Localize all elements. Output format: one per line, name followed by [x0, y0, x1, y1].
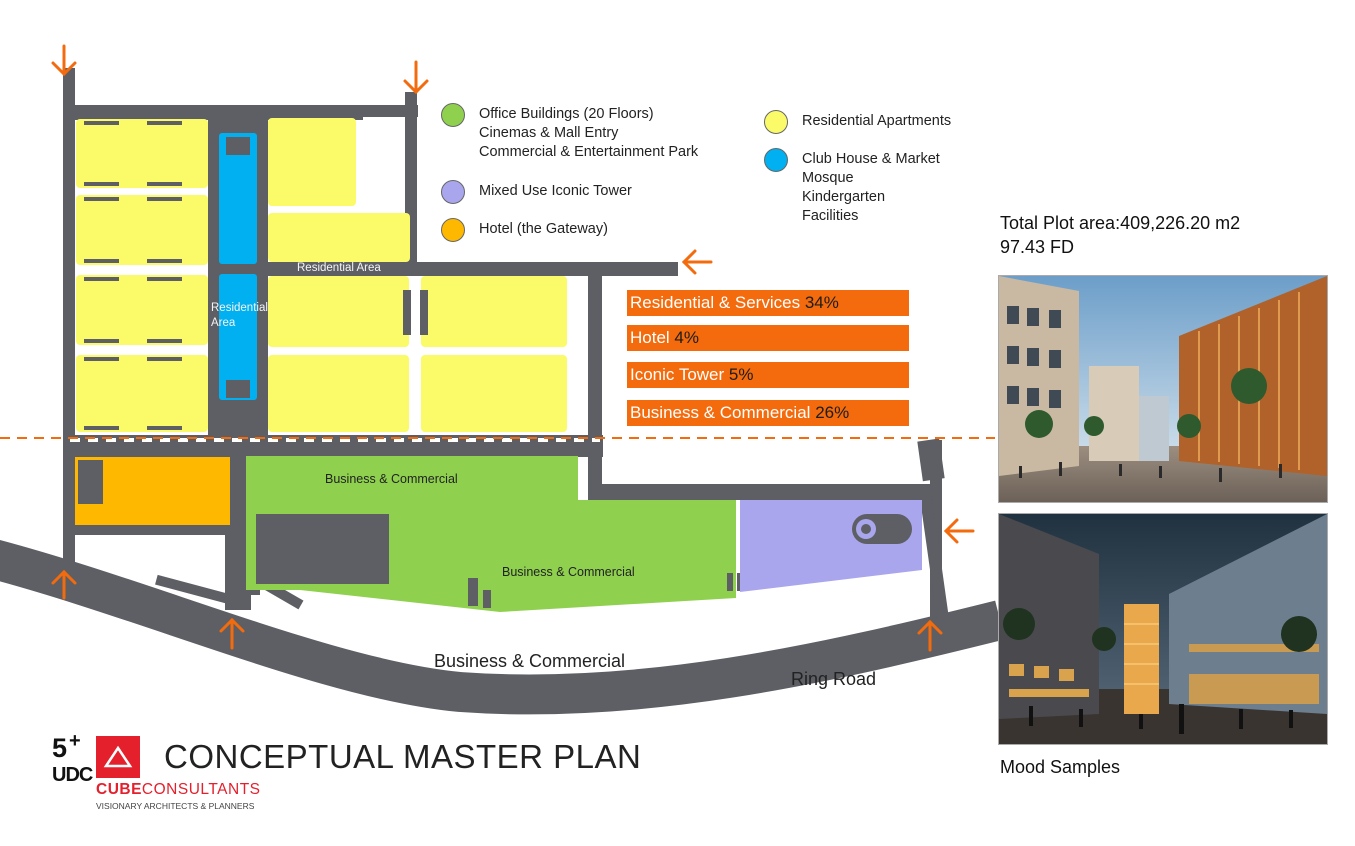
legend-item-residential: Residential Apartments [764, 110, 951, 134]
page-title: CONCEPTUAL MASTER PLAN [164, 738, 642, 775]
residential-parking-marks [84, 121, 182, 430]
business-commercial-label-mid: Business & Commercial [502, 565, 635, 579]
facilities-zone [219, 133, 257, 400]
mood-sample-image-night [998, 513, 1328, 745]
business-commercial-label-top: Business & Commercial [325, 472, 458, 486]
entry-arrow-up-icon [51, 569, 77, 600]
entry-arrow-down-icon [51, 44, 77, 77]
residential-blocks-left [76, 119, 208, 432]
hotel-zone [75, 457, 230, 525]
percentage-bar-iconic-tower: Iconic Tower 5% [627, 362, 909, 388]
legend-item-office: Office Buildings (20 Floors) Cinemas & M… [441, 103, 698, 162]
yellow-dot-icon [764, 110, 788, 134]
entry-arrow-up-icon [917, 619, 943, 652]
total-plot-area: Total Plot area:409,226.20 m2 [1000, 213, 1241, 233]
percentage-bar-residential: Residential & Services 34% [627, 290, 909, 316]
cube-consultants-logo-icon [96, 736, 140, 778]
fd-value: 97.43 FD [1000, 237, 1075, 257]
residential-blocks-right [268, 118, 567, 432]
ring-road-label: Ring Road [791, 669, 877, 689]
legend-item-hotel: Hotel (the Gateway) [441, 218, 608, 242]
legend-item-iconic-tower: Mixed Use Iconic Tower [441, 180, 632, 204]
entry-arrow-left-icon [943, 518, 975, 544]
green-dot-icon [441, 103, 465, 127]
mood-sample-image-day [998, 275, 1328, 503]
cube-consultants-tagline: VISIONARY ARCHITECTS & PLANNERS [96, 801, 255, 811]
residential-area-vertical-label: Residential Area [211, 302, 268, 329]
udc-logo: 5 + UDC [52, 730, 93, 786]
percentage-bar-hotel: Hotel 4% [627, 325, 909, 351]
iconic-tower-zone [740, 500, 922, 592]
blue-dot-icon [764, 148, 788, 172]
cube-consultants-wordmark: CUBECONSULTANTS [96, 781, 261, 798]
ring-road [0, 539, 1005, 715]
tower-dropoff [852, 514, 912, 544]
entry-arrow-down-icon [403, 60, 429, 95]
legend-item-facilities: Club House & Market Mosque Kindergarten … [764, 148, 940, 226]
orange-dot-icon [441, 218, 465, 242]
business-commercial-road-label: Business & Commercial [434, 651, 626, 671]
entry-arrow-up-icon [219, 617, 245, 650]
purple-dot-icon [441, 180, 465, 204]
mood-samples-caption: Mood Samples [1000, 757, 1121, 777]
business-buildings [256, 514, 743, 608]
percentage-bar-business: Business & Commercial 26% [627, 400, 909, 426]
entry-arrow-left-icon [681, 249, 713, 275]
residential-area-label: Residential Area [297, 262, 381, 274]
